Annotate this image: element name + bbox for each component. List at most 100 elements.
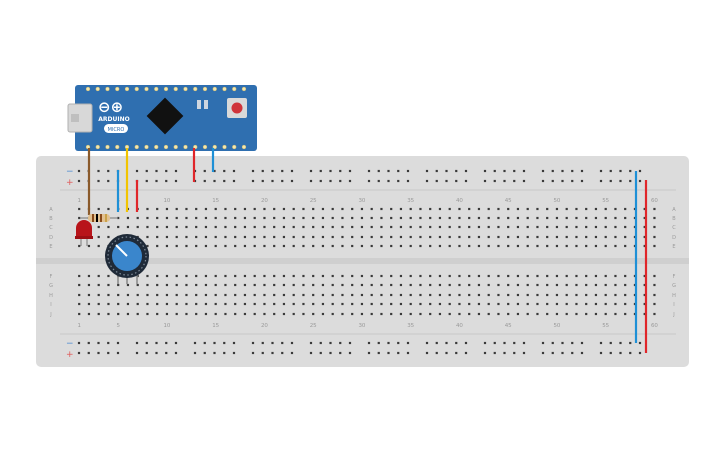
breadboard-hole[interactable] [292, 216, 295, 220]
breadboard-hole[interactable] [136, 283, 139, 287]
breadboard-hole[interactable] [341, 312, 344, 316]
rail-hole[interactable] [445, 169, 448, 173]
breadboard-hole[interactable] [468, 225, 471, 229]
breadboard-hole[interactable] [526, 235, 529, 239]
breadboard-hole[interactable] [126, 312, 130, 316]
breadboard-hole[interactable] [341, 244, 344, 248]
rail-hole[interactable] [435, 351, 438, 355]
breadboard-hole[interactable] [516, 283, 520, 287]
rail-hole[interactable] [561, 351, 564, 355]
rail-hole[interactable] [493, 341, 496, 345]
breadboard-hole[interactable] [555, 293, 559, 297]
breadboard-hole[interactable] [175, 302, 178, 306]
rail-hole[interactable] [599, 351, 603, 355]
breadboard-hole[interactable] [214, 235, 217, 239]
rail-hole[interactable] [464, 179, 468, 183]
rail-hole[interactable] [290, 341, 294, 345]
breadboard-hole[interactable] [126, 216, 130, 220]
breadboard-hole[interactable] [341, 293, 344, 297]
rail-hole[interactable] [541, 341, 545, 345]
breadboard-hole[interactable] [224, 312, 227, 316]
breadboard-hole[interactable] [604, 312, 607, 316]
breadboard-hole[interactable] [214, 274, 217, 278]
rail-hole[interactable] [445, 179, 448, 183]
breadboard-hole[interactable] [146, 207, 149, 211]
breadboard-hole[interactable] [390, 312, 393, 316]
breadboard-hole[interactable] [507, 312, 510, 316]
arduino-pin[interactable] [193, 144, 198, 150]
rail-hole[interactable] [377, 351, 380, 355]
breadboard-hole[interactable] [87, 283, 91, 287]
breadboard-hole[interactable] [399, 225, 403, 229]
breadboard-hole[interactable] [175, 283, 178, 287]
breadboard-hole[interactable] [624, 283, 627, 287]
breadboard-hole[interactable] [516, 312, 520, 316]
breadboard-hole[interactable] [516, 302, 520, 306]
rail-hole[interactable] [155, 179, 158, 183]
breadboard-hole[interactable] [477, 293, 481, 297]
rail-hole[interactable] [513, 351, 516, 355]
breadboard-hole[interactable] [165, 302, 169, 306]
breadboard-hole[interactable] [360, 216, 364, 220]
breadboard-hole[interactable] [468, 207, 471, 211]
arduino-pin[interactable] [115, 144, 120, 150]
breadboard-hole[interactable] [594, 293, 598, 297]
rail-hole[interactable] [261, 169, 264, 173]
rail-hole[interactable] [619, 341, 622, 345]
arduino-pin[interactable] [202, 86, 208, 92]
breadboard-hole[interactable] [585, 312, 588, 316]
breadboard-hole[interactable] [497, 283, 500, 287]
arduino-pin[interactable] [173, 86, 178, 92]
breadboard-hole[interactable] [565, 312, 568, 316]
breadboard-hole[interactable] [555, 274, 559, 278]
breadboard-hole[interactable] [526, 207, 529, 211]
breadboard-hole[interactable] [351, 235, 354, 239]
breadboard-hole[interactable] [165, 216, 169, 220]
rail-hole[interactable] [493, 169, 496, 173]
breadboard-hole[interactable] [214, 225, 217, 229]
breadboard-hole[interactable] [243, 244, 247, 248]
breadboard-hole[interactable] [87, 244, 91, 248]
breadboard-hole[interactable] [536, 235, 539, 239]
breadboard-hole[interactable] [477, 312, 481, 316]
breadboard-hole[interactable] [594, 225, 598, 229]
breadboard-hole[interactable] [585, 235, 588, 239]
breadboard-hole[interactable] [380, 207, 383, 211]
breadboard-hole[interactable] [253, 207, 256, 211]
rail-hole[interactable] [97, 179, 100, 183]
breadboard-hole[interactable] [292, 244, 295, 248]
breadboard-hole[interactable] [302, 207, 305, 211]
rail-hole[interactable] [309, 169, 313, 173]
rail-hole[interactable] [599, 179, 603, 183]
rail-hole[interactable] [213, 169, 216, 173]
breadboard-hole[interactable] [604, 302, 607, 306]
breadboard-hole[interactable] [312, 207, 315, 211]
breadboard-hole[interactable] [117, 216, 120, 220]
rail-hole[interactable] [165, 351, 168, 355]
breadboard-hole[interactable] [536, 207, 539, 211]
breadboard-hole[interactable] [351, 293, 354, 297]
breadboard-hole[interactable] [234, 207, 237, 211]
breadboard-hole[interactable] [585, 274, 588, 278]
breadboard-hole[interactable] [78, 283, 81, 287]
breadboard-hole[interactable] [282, 312, 286, 316]
breadboard-hole[interactable] [507, 216, 510, 220]
breadboard-hole[interactable] [614, 216, 617, 220]
breadboard-hole[interactable] [273, 283, 276, 287]
breadboard-hole[interactable] [594, 216, 598, 220]
breadboard-hole[interactable] [78, 207, 81, 211]
breadboard-hole[interactable] [399, 244, 403, 248]
breadboard-hole[interactable] [419, 283, 422, 287]
breadboard-hole[interactable] [526, 302, 529, 306]
breadboard-hole[interactable] [204, 207, 208, 211]
breadboard-hole[interactable] [146, 274, 149, 278]
breadboard-hole[interactable] [380, 312, 383, 316]
breadboard-hole[interactable] [390, 225, 393, 229]
rail-hole[interactable] [174, 351, 178, 355]
breadboard-hole[interactable] [458, 235, 461, 239]
breadboard-hole[interactable] [419, 302, 422, 306]
rail-hole[interactable] [145, 169, 148, 173]
rail-hole[interactable] [107, 169, 110, 173]
breadboard-hole[interactable] [331, 293, 334, 297]
breadboard-hole[interactable] [156, 274, 159, 278]
